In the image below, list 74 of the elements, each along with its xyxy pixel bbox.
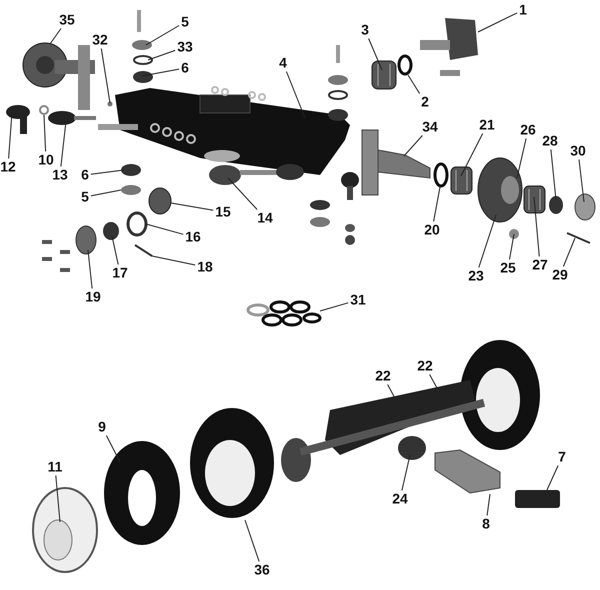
callout-number: 2	[420, 94, 430, 110]
callout-number: 28	[541, 134, 559, 148]
callout-number: 20	[423, 222, 441, 238]
leader-line	[106, 435, 120, 462]
leader-line	[516, 138, 527, 178]
leader-line	[152, 256, 196, 266]
leader-line	[88, 250, 93, 289]
callout-number: 5	[180, 14, 190, 30]
callout-number: 14	[256, 210, 274, 226]
leader-line	[244, 520, 260, 562]
leader-line	[534, 196, 540, 257]
leader-line	[148, 50, 176, 60]
callout-number: 1	[518, 2, 528, 18]
callout-number: 29	[551, 268, 569, 282]
callout-number: 12	[0, 160, 17, 174]
callout-number: 5	[80, 190, 90, 204]
leader-line	[170, 202, 214, 211]
callout-number: 24	[391, 492, 409, 506]
callout-number: 26	[519, 122, 537, 138]
callout-number: 34	[421, 120, 439, 134]
callout-number: 6	[80, 168, 90, 182]
leader-line	[90, 190, 122, 196]
callout-number: 15	[214, 204, 232, 220]
leader-line	[404, 135, 423, 156]
callout-number: 30	[569, 144, 587, 158]
leader-line	[228, 178, 258, 210]
leader-line	[578, 159, 584, 202]
callout-number: 35	[58, 12, 76, 28]
callout-number: 25	[499, 260, 517, 276]
callout-number: 10	[37, 152, 55, 168]
callout-number: 19	[84, 290, 102, 304]
leader-line	[146, 25, 180, 46]
callout-number: 11	[46, 460, 64, 474]
leader-line	[433, 186, 440, 222]
callout-number: 8	[481, 516, 491, 532]
leader-line	[546, 465, 559, 490]
callout-number: 36	[253, 562, 271, 578]
callout-number: 22	[374, 368, 392, 384]
callout-number: 21	[478, 118, 496, 132]
callout-number: 27	[531, 258, 549, 272]
callout-number: 7	[557, 450, 567, 464]
leader-line	[408, 74, 420, 94]
callout-number: 22	[416, 358, 434, 374]
callout-number: 32	[91, 32, 109, 48]
leader-line	[550, 149, 556, 200]
callout-number: 18	[196, 260, 214, 274]
leader-line	[50, 28, 62, 44]
leader-line	[562, 238, 576, 267]
leader-line	[478, 12, 518, 32]
leader-line	[286, 71, 306, 118]
callout-number: 31	[349, 292, 367, 308]
callout-number: 23	[467, 268, 485, 284]
leader-line	[509, 234, 514, 260]
callout-number: 3	[360, 22, 370, 38]
leader-line	[368, 38, 382, 70]
leader-line	[320, 302, 349, 312]
leader-line	[142, 68, 180, 76]
leader-line	[429, 374, 438, 388]
leader-line	[100, 48, 110, 104]
callout-number: 16	[184, 230, 202, 244]
callout-number: 6	[180, 60, 190, 76]
leader-line	[401, 454, 410, 491]
leader-line	[90, 170, 124, 175]
leader-line	[486, 494, 490, 516]
callout-number: 17	[111, 266, 129, 280]
callout-number: 13	[51, 168, 69, 182]
leader-line	[44, 114, 46, 152]
callout-number: 9	[97, 420, 107, 434]
callout-number: 33	[176, 40, 194, 54]
leader-line	[146, 224, 184, 235]
leader-line	[112, 236, 119, 265]
leader-line	[460, 133, 484, 176]
leader-line	[478, 214, 496, 268]
callout-number: 4	[278, 56, 288, 70]
